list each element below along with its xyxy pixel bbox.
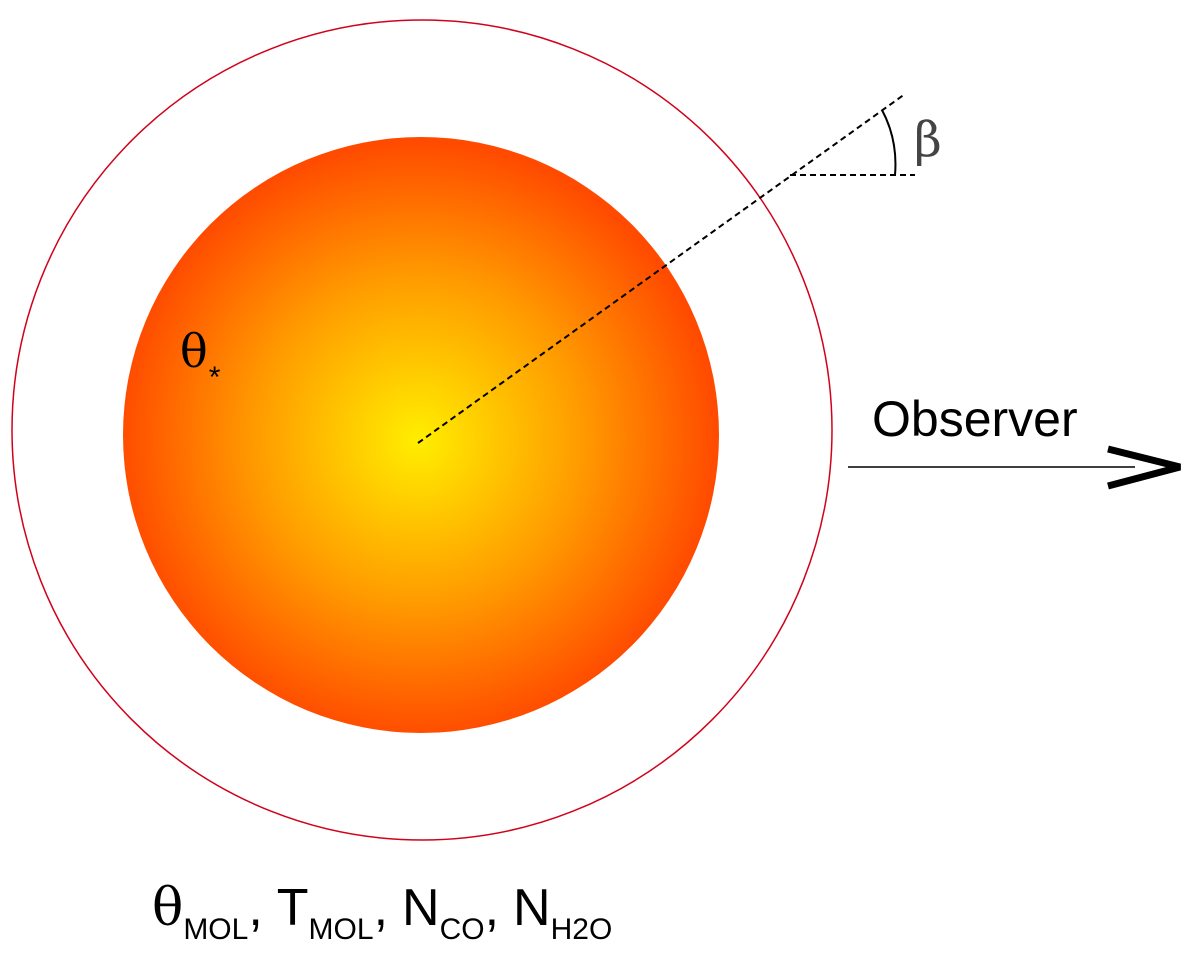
param-t-mol-symbol: T: [277, 879, 309, 937]
stellar-diameter-subscript: *: [209, 361, 221, 394]
stellar-disk: [123, 137, 719, 733]
param-theta-mol-subscript: MOL: [183, 913, 248, 946]
param-theta-mol-symbol: θ: [152, 878, 183, 938]
molecular-shell: [11, 19, 833, 841]
stellar-diameter-symbol: θ: [180, 324, 208, 378]
angle-beta-label: β: [914, 112, 942, 168]
angle-arc: [881, 109, 897, 176]
observer-arrow: [848, 445, 1181, 490]
param-t-mol-subscript: MOL: [309, 913, 374, 946]
observer-arrowhead: [1107, 445, 1181, 490]
observer-label: Observer: [872, 391, 1078, 447]
param-n-h2o-symbol: N: [513, 879, 551, 937]
param-separator: ,: [248, 879, 262, 937]
stellar-diameter-label: θ*: [180, 324, 221, 394]
param-separator: ,: [485, 879, 499, 937]
param-n-h2o-subscript: H2O: [551, 913, 613, 946]
param-n-co-symbol: N: [402, 879, 440, 937]
model-parameters: θMOL,TMOL,NCO,NH2O: [152, 878, 612, 946]
param-n-co-subscript: CO: [440, 913, 485, 946]
param-separator: ,: [374, 879, 388, 937]
